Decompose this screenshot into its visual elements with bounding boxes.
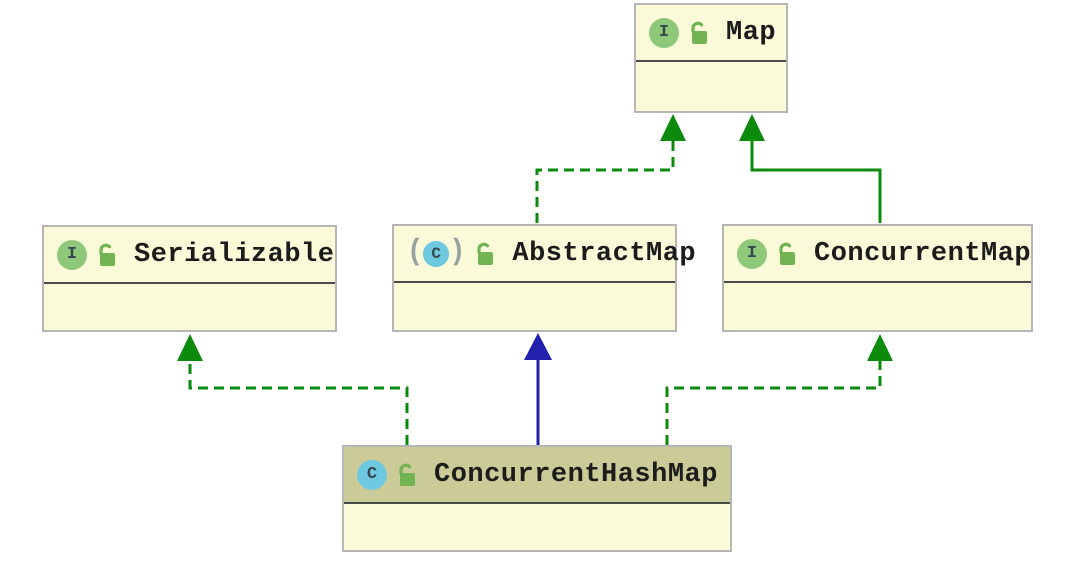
class-node-concurrenthashmap[interactable]: C ConcurrentHashMap (342, 445, 732, 552)
abstract-paren-open: ( (407, 236, 424, 270)
class-name: Map (726, 17, 777, 48)
node-body (44, 284, 335, 330)
interface-icon: I (737, 238, 767, 269)
interface-icon: I (649, 17, 679, 48)
class-node-abstractmap[interactable]: ( C ) AbstractMap (392, 224, 696, 332)
class-letter: C (423, 240, 450, 267)
class-node-concurrentmap[interactable]: I ConcurrentMap (722, 224, 1033, 332)
abstract-paren-close: ) (449, 236, 466, 270)
node-header: ( C ) AbstractMap (394, 226, 696, 283)
edge-concurrenthashmap-implements-concurrentmap[interactable] (665, 361, 882, 445)
node-body (724, 283, 1031, 330)
unlocked-icon (687, 20, 711, 46)
arrowhead-abstractmap-to-map (660, 114, 686, 141)
class-icon: C (357, 459, 387, 490)
node-body (394, 283, 675, 330)
unlocked-icon (473, 241, 497, 267)
node-body (636, 62, 786, 111)
node-header: C ConcurrentHashMap (344, 447, 730, 504)
arrowhead-concurrenthashmap-to-abstractmap (524, 333, 552, 360)
class-name: AbstractMap (512, 238, 697, 269)
edge-concurrenthashmap-implements-serializable[interactable] (188, 361, 409, 445)
class-node-map[interactable]: I Map (634, 3, 788, 113)
interface-icon: I (57, 239, 87, 270)
node-body (344, 504, 730, 550)
class-name: ConcurrentMap (814, 238, 1032, 269)
arrowhead-concurrenthashmap-to-serializable (177, 334, 203, 361)
node-header: I Serializable (44, 227, 335, 284)
class-name: ConcurrentHashMap (434, 459, 718, 490)
unlocked-icon (395, 462, 419, 488)
unlocked-icon (775, 241, 799, 267)
abstract-class-icon: ( C ) (407, 236, 466, 270)
arrowhead-concurrentmap-to-map (739, 114, 765, 141)
edge-concurrentmap-extends-map[interactable] (750, 141, 882, 223)
node-header: I ConcurrentMap (724, 226, 1031, 283)
unlocked-icon (95, 242, 119, 268)
arrowhead-concurrenthashmap-to-concurrentmap (867, 334, 893, 361)
class-name: Serializable (134, 239, 335, 270)
node-header: I Map (636, 5, 786, 62)
class-node-serializable[interactable]: I Serializable (42, 225, 337, 332)
edge-abstractmap-implements-map[interactable] (535, 141, 675, 223)
